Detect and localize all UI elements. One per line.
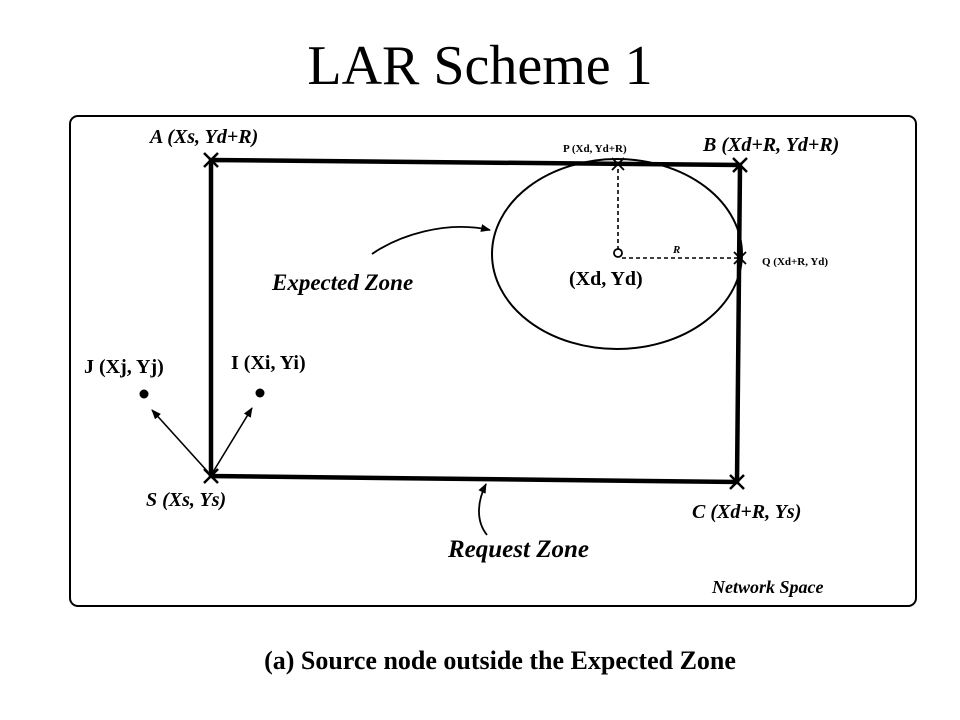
- center-point: [613, 248, 623, 258]
- request-zone-rectangle: [208, 157, 743, 485]
- label-q: Q (Xd+R, Yd): [762, 256, 828, 268]
- x-marker-p: [611, 157, 625, 171]
- label-c: C (Xd+R, Ys): [692, 501, 801, 523]
- arrow-s-to-j: [151, 409, 209, 473]
- label-j: J (Xj, Yj): [84, 356, 164, 378]
- label-network-space: Network Space: [711, 577, 824, 597]
- x-marker-a: [203, 152, 219, 168]
- figure-caption: (a) Source node outside the Expected Zon…: [264, 646, 736, 675]
- x-marker-q: [733, 251, 747, 265]
- network-space-frame: [69, 115, 917, 607]
- arrow-s-to-i: [212, 407, 253, 473]
- label-i: I (Xi, Yi): [231, 352, 306, 374]
- label-center: (Xd, Yd): [569, 268, 643, 290]
- x-marker-b: [732, 157, 748, 173]
- x-marker-c: [729, 474, 745, 490]
- node-j: [139, 389, 149, 399]
- expected-zone-circle: [491, 158, 743, 350]
- label-request-zone: Request Zone: [447, 536, 589, 563]
- node-i: [255, 388, 265, 398]
- request-zone-pointer: [478, 483, 488, 536]
- expected-zone-pointer: [371, 224, 491, 255]
- label-b: B (Xd+R, Yd+R): [702, 134, 839, 156]
- label-p: P (Xd, Yd+R): [563, 143, 627, 155]
- label-expected-zone: Expected Zone: [271, 270, 413, 295]
- label-r: R: [672, 244, 680, 256]
- label-s: S (Xs, Ys): [146, 489, 226, 511]
- slide-title: LAR Scheme 1: [307, 35, 653, 97]
- label-a: A (Xs, Yd+R): [148, 126, 258, 148]
